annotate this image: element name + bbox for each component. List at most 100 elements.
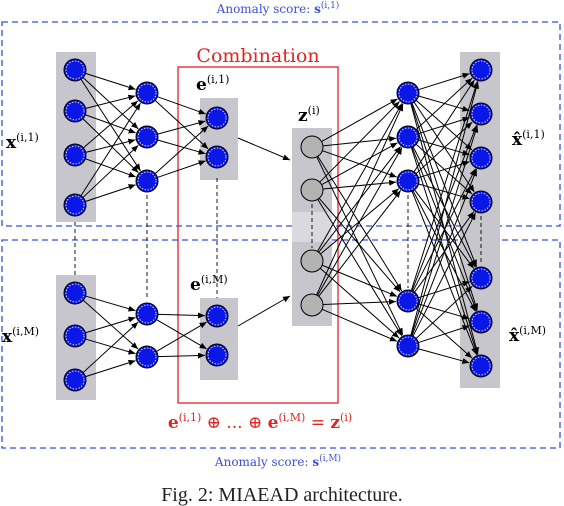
- neuron-node-inT: [63, 58, 87, 82]
- combined-decoder-edge: [322, 298, 397, 306]
- combined-decoder-edge: [322, 179, 397, 190]
- combined-decoder-edge: [319, 101, 400, 183]
- neuron-node-inB-ring: [65, 283, 85, 303]
- input-hidden-bottom-edge: [82, 321, 139, 373]
- neuron-node-h2T-ring: [398, 83, 418, 103]
- input-hidden-top-edge: [85, 184, 136, 202]
- decoder-output-edge: [418, 280, 470, 299]
- neuron-node-h1T: [135, 169, 159, 193]
- neuron-node-h2T-ring: [398, 171, 418, 191]
- decoder-output-edge: [418, 325, 470, 344]
- output-panel: [460, 52, 500, 388]
- input-hidden-top-edge: [85, 72, 136, 91]
- decoder-output-edge: [418, 72, 470, 91]
- decoder-output-edge: [410, 81, 479, 291]
- combined-decoder-edge: [317, 147, 403, 296]
- neuron-node-z: [300, 178, 324, 202]
- neuron-node-out: [469, 266, 493, 290]
- hidden-latent-top-edge: [154, 100, 209, 150]
- combined-decoder-edge: [316, 156, 404, 336]
- decoder-output-edge: [415, 77, 473, 130]
- neuron-node-h2T: [396, 169, 420, 193]
- figure-caption: Fig. 2: MIAEAD architecture.: [161, 484, 403, 506]
- neuron-node-inT: [63, 193, 87, 217]
- neuron-node-out: [469, 146, 493, 170]
- neuron-node-out-ring: [471, 60, 491, 80]
- combined-decoder-edge: [321, 142, 398, 186]
- neuron-node-inT-ring: [65, 60, 85, 80]
- output-top-label: x̂(i,1): [512, 128, 545, 150]
- hidden-latent-bottom-edge: [157, 312, 206, 319]
- input-hidden-bottom-edge: [85, 295, 136, 312]
- top-anomaly-score-label: Anomaly score: s(i,1): [216, 0, 340, 16]
- latent-bottom-to-combined-arrow: [237, 295, 291, 327]
- decoder-output-edge: [415, 307, 473, 359]
- hidden-latent-bottom-edge: [156, 319, 207, 350]
- decoder-output-edge: [411, 169, 478, 336]
- hidden-latent-top-edge: [157, 96, 206, 115]
- combination-box: [177, 66, 339, 404]
- input-hidden-top-edge: [80, 102, 141, 197]
- neuron-node-out: [469, 310, 493, 334]
- neuron-node-h2B-ring: [398, 336, 418, 356]
- neuron-node-eB-ring: [207, 345, 227, 365]
- neuron-node-inB-ring: [65, 326, 85, 346]
- neuron-node-h1T: [135, 81, 159, 105]
- neuron-node-out-ring: [471, 312, 491, 332]
- neuron-node-h2T-ring: [398, 127, 418, 147]
- output-bottom-label: x̂(i,M): [509, 324, 546, 346]
- combination-formula: e(i,1) ⊕ ... ⊕ e(i,M) = z(i): [168, 411, 352, 433]
- latent-top-to-combined-arrow: [237, 137, 291, 161]
- combined-decoder-edge: [318, 197, 401, 293]
- neuron-node-eB-ring: [207, 306, 227, 326]
- top-group-box: [1, 21, 561, 227]
- neuron-node-out-ring: [471, 268, 491, 288]
- neuron-node-z: [300, 249, 324, 273]
- neuron-node-h1B-ring: [137, 304, 157, 324]
- neuron-node-inT: [63, 99, 87, 123]
- neuron-node-inB-ring: [65, 370, 85, 390]
- decoder-output-edge: [418, 303, 470, 320]
- decoder-output-edge: [413, 79, 475, 173]
- neuron-node-h1T-ring: [137, 83, 157, 103]
- combined-decoder-edge: [321, 308, 398, 342]
- latent-top-label: e(i,1): [196, 73, 229, 95]
- neuron-node-h1B: [135, 302, 159, 326]
- neuron-node-inB: [63, 281, 87, 305]
- neuron-node-eB: [205, 343, 229, 367]
- input-hidden-top-edge: [82, 144, 139, 198]
- combined-decoder-edge: [316, 103, 404, 296]
- neuron-node-h2B: [396, 334, 420, 358]
- hidden-latent-top-edge: [157, 160, 206, 178]
- neuron-node-h2T: [396, 81, 420, 105]
- neuron-node-h2B: [396, 289, 420, 313]
- neuron-node-inT-ring: [65, 101, 85, 121]
- neuron-node-eT-ring: [207, 147, 227, 167]
- neuron-node-h2B-ring: [398, 291, 418, 311]
- input-hidden-top-edge: [85, 138, 136, 153]
- neuron-node-h1T-ring: [137, 127, 157, 147]
- combined-decoder-edge: [321, 98, 398, 143]
- neuron-node-eB: [205, 304, 229, 328]
- hidden-latent-bottom-edge: [157, 352, 206, 359]
- neuron-node-eT: [205, 106, 229, 130]
- neuron-node-z: [300, 135, 324, 159]
- decoder-output-edge: [415, 285, 473, 339]
- hidden-latent-top-edge: [154, 125, 209, 175]
- neuron-node-inB: [63, 324, 87, 348]
- neuron-node-h2T: [396, 125, 420, 149]
- latent-bottom-label: e(i,M): [190, 273, 228, 295]
- neuron-node-out-ring: [471, 148, 491, 168]
- combined-decoder-edge: [317, 199, 403, 337]
- neuron-node-inT-ring: [65, 195, 85, 215]
- combined-decoder-edge: [318, 190, 402, 297]
- combined-decoder-edge: [317, 103, 403, 252]
- decoder-output-edge: [418, 348, 470, 364]
- input-hidden-bottom-edge: [85, 359, 136, 378]
- neuron-node-out: [469, 58, 493, 82]
- neuron-node-eT: [205, 145, 229, 169]
- decoder-output-edge: [410, 81, 480, 336]
- hidden-latent-bottom-edge: [156, 321, 207, 352]
- input-hidden-bottom-edge: [85, 316, 136, 334]
